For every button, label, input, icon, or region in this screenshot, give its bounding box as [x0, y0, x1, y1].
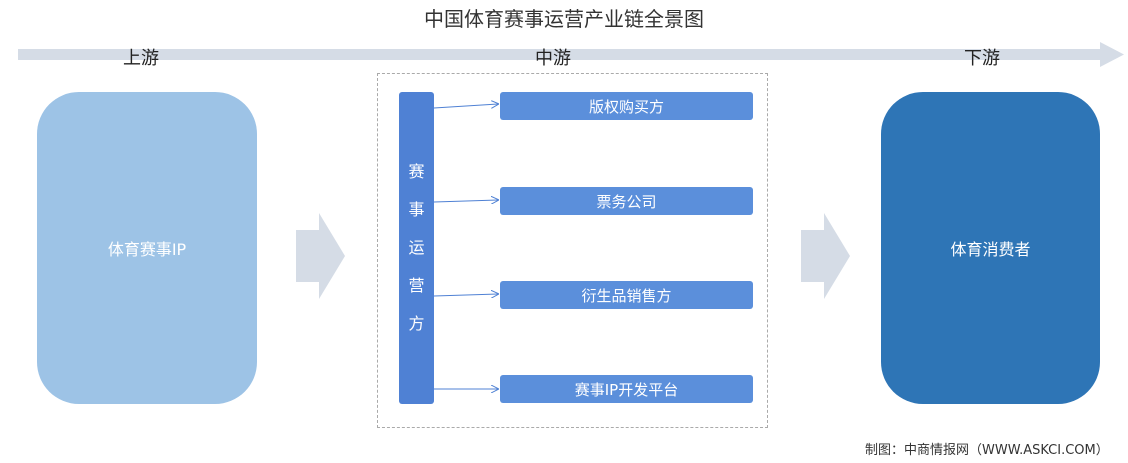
midstream-item-ticketing-company: 票务公司 — [500, 187, 753, 215]
operator-char: 事 — [408, 200, 425, 219]
source-credit: 制图：中商情报网（WWW.ASKCI.COM） — [865, 443, 1109, 458]
stage-label-midstream: 中游 — [535, 48, 571, 69]
upstream-box: 体育赛事IP — [37, 92, 257, 404]
operator-bar: 赛 事 运 营 方 — [399, 92, 434, 404]
downstream-box-label: 体育消费者 — [950, 240, 1031, 259]
midstream-frame — [377, 73, 768, 428]
operator-char: 方 — [408, 314, 425, 333]
upstream-box-label: 体育赛事IP — [107, 240, 187, 259]
diagram-title: 中国体育赛事运营产业链全景图 — [424, 7, 704, 31]
connector-lines — [433, 104, 498, 389]
midstream-item-merchandise-seller: 衍生品销售方 — [500, 281, 753, 309]
operator-char: 赛 — [408, 162, 425, 181]
flow-arrow-left — [296, 213, 345, 299]
timeline-arrow — [18, 42, 1124, 67]
operator-char: 运 — [408, 238, 425, 257]
downstream-box: 体育消费者 — [881, 92, 1100, 404]
operator-char: 营 — [408, 276, 425, 295]
midstream-item-copyright-buyer: 版权购买方 — [500, 92, 753, 120]
stage-label-upstream: 上游 — [123, 48, 159, 69]
midstream-item-ip-platform: 赛事IP开发平台 — [500, 375, 753, 403]
stage-label-downstream: 下游 — [964, 48, 1000, 69]
flow-arrow-right — [801, 213, 850, 299]
